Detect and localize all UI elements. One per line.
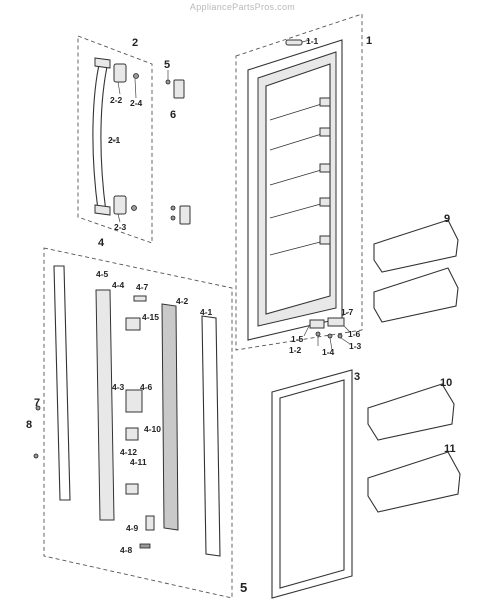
callout-2-4: 2-4 [130, 98, 143, 108]
callout-1-6: 1-6 [348, 329, 361, 339]
hinge-screw [337, 333, 343, 339]
callout-3: 3 [354, 371, 360, 383]
top-clip [133, 295, 147, 302]
hinge-block [309, 319, 325, 329]
handle-assembly-boundary [77, 35, 153, 244]
callout-4-5: 4-5 [96, 269, 109, 279]
callout-11: 11 [444, 443, 456, 455]
bracket-screw-lower-b [170, 215, 176, 221]
callout-5: 5 [164, 59, 170, 71]
callout-4-11: 4-11 [130, 457, 147, 467]
callout-4-1: 4-1 [200, 307, 213, 317]
shelf-clip [319, 97, 331, 107]
hinge-plate [327, 317, 345, 327]
callout-10: 10 [440, 377, 452, 389]
lower-mount-screw [131, 205, 137, 211]
callout-2-1: 2-1 [108, 135, 121, 145]
callout-9: 9 [444, 213, 450, 225]
upper-mount-screw [133, 73, 139, 79]
callout-1-2: 1-2 [289, 345, 302, 355]
callout-4-7: 4-7 [136, 282, 149, 292]
callout-1: 1 [366, 35, 372, 47]
bracket-screw-upper [165, 79, 171, 85]
door-top-cap [285, 39, 303, 46]
callout-1-1: 1-1 [306, 36, 319, 46]
insulation-strip [161, 303, 179, 531]
callout-4-8: 4-8 [120, 545, 133, 555]
hinge-pin [139, 543, 151, 549]
switch-block [125, 427, 139, 441]
callout-4-2: 4-2 [176, 296, 189, 306]
callout-5-bottom: 5 [240, 580, 247, 595]
hinge-screw [315, 331, 321, 337]
door-handle-bar [92, 59, 109, 213]
screw-8 [33, 453, 39, 459]
callout-4-6: 4-6 [140, 382, 153, 392]
callout-2: 2 [132, 37, 138, 49]
door-side-frame [95, 289, 115, 521]
cam-bracket [125, 317, 141, 331]
handle-top-cap [94, 57, 111, 69]
shelf-clip [319, 197, 331, 207]
handle-bracket-upper [173, 79, 185, 99]
left-trim-strip [53, 265, 71, 501]
door-right-cap [201, 315, 221, 557]
callout-1-7: 1-7 [341, 307, 354, 317]
callout-8: 8 [26, 419, 32, 431]
door-gasket-inner [279, 379, 345, 589]
shelf-clip [319, 235, 331, 245]
shelf-clip [319, 163, 331, 173]
callout-4-10: 4-10 [144, 424, 161, 434]
hinge-screw [327, 333, 333, 339]
shelf-clip [319, 127, 331, 137]
callout-2-2: 2-2 [110, 95, 123, 105]
callout-4-9: 4-9 [126, 523, 139, 533]
panel-components-boundary [43, 247, 233, 599]
handle-bottom-cap [94, 204, 111, 216]
upper-handle-mount [113, 63, 127, 83]
door-bin-upper-a [373, 219, 459, 273]
door-bin-middle [367, 383, 455, 441]
callout-1-4: 1-4 [322, 347, 335, 357]
handle-bracket-lower [179, 205, 191, 225]
door-assembly-boundary [235, 13, 363, 351]
door-stop [145, 515, 155, 531]
callout-1-3: 1-3 [349, 341, 362, 351]
bracket-screw-lower-a [170, 205, 176, 211]
watermark: AppliancePartsPros.com [189, 2, 296, 12]
callout-4-12: 4-12 [120, 447, 137, 457]
lower-hinge-clip [125, 483, 139, 495]
callout-7: 7 [34, 397, 40, 409]
callout-4-15: 4-15 [142, 312, 159, 322]
callout-1-5: 1-5 [291, 334, 304, 344]
callout-6: 6 [170, 109, 176, 121]
callout-2-3: 2-3 [114, 222, 127, 232]
lower-handle-mount [113, 195, 127, 215]
screw-7 [35, 405, 41, 411]
callout-4: 4 [98, 237, 105, 249]
door-bin-lower [367, 451, 461, 513]
callout-4-4: 4-4 [112, 280, 125, 290]
spring-housing [125, 389, 143, 413]
callout-4-3: 4-3 [112, 382, 125, 392]
door-bin-upper-b [373, 267, 459, 323]
